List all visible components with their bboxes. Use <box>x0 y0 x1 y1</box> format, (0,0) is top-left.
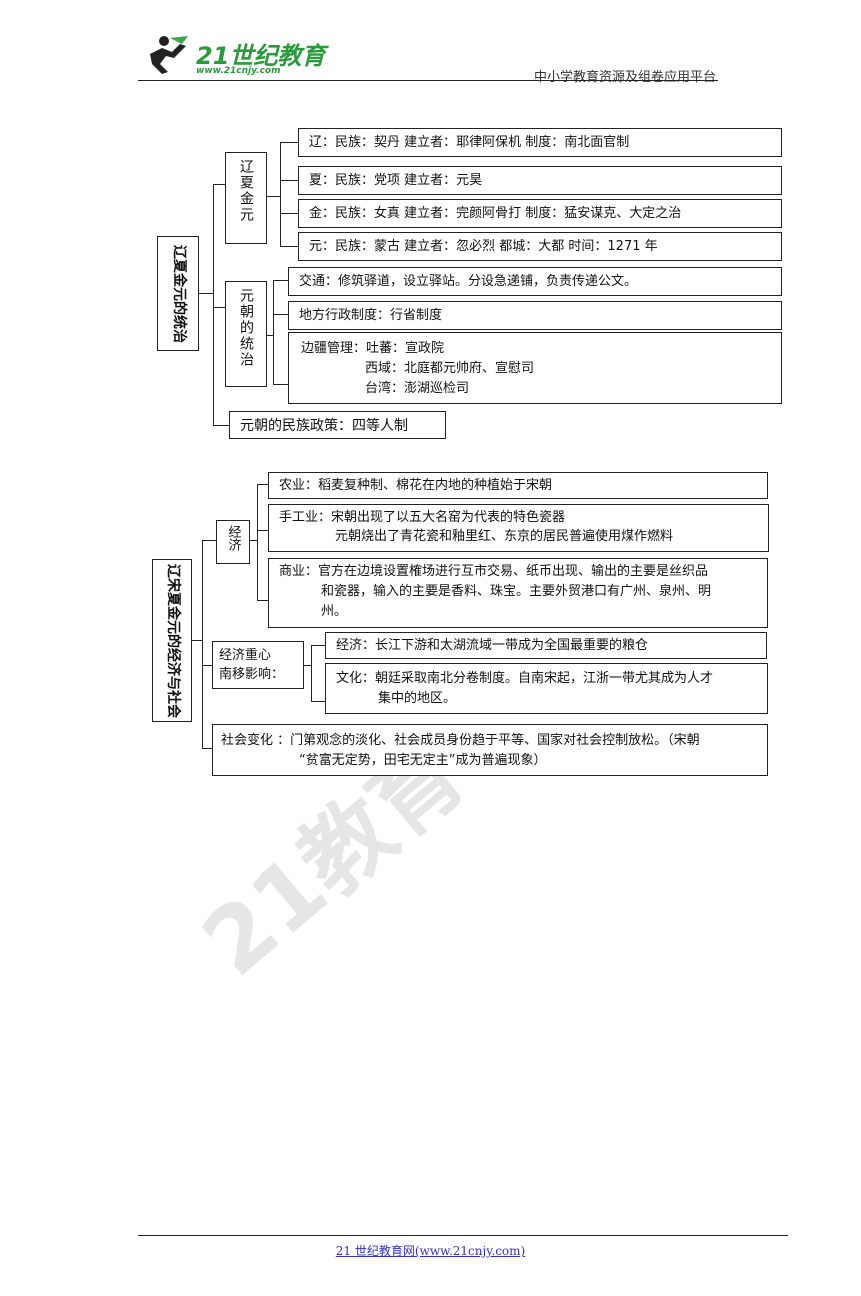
jin-box: 金：民族：女真 建立者：完颜阿骨打 制度：猛安谋克、大定之治 <box>298 199 782 228</box>
footer-site-link[interactable]: 21 世纪教育网(www.21cnjy.com) <box>335 1244 526 1258</box>
logo-url: www.21cnjy.com <box>196 66 281 76</box>
header-platform-name: 中小学教育资源及组卷应用平台 <box>533 70 716 85</box>
liao-box: 辽：民族：契丹 建立者：耶律阿保机 制度：南北面官制 <box>298 128 782 157</box>
agriculture-box: 农业：稻麦复种制、棉花在内地的种植始于宋朝 <box>268 472 768 499</box>
xia-box: 夏：民族：党项 建立者：元昊 <box>298 166 782 195</box>
diagram2-root: 辽宋夏金元的经济与社会 <box>152 559 192 722</box>
diagram1-branch-yuan-rule: 元朝的统治 <box>225 281 267 387</box>
social-change-box: 社会变化 ：门第观念的淡化、社会成员身份趋于平等、国家对社会控制放松。（宋朝 “… <box>212 724 768 776</box>
diagram1-root: 辽夏金元的统治 <box>157 236 199 351</box>
border-management-box: 边疆管理：吐蕃：宣政院 西域：北庭都元帅府、宣慰司 台湾：澎湖巡检司 <box>288 332 782 404</box>
logo-text: 21世纪教育 <box>196 42 326 70</box>
diagram1-branch-liao-xia-jin-yuan: 辽夏金元 <box>225 152 267 244</box>
shift-economy-box: 经济：长江下游和太湖流域一带成为全国最重要的粮仓 <box>325 632 767 659</box>
transport-box: 交通：修筑驿道，设立驿站。分设急递铺，负责传递公文。 <box>288 267 782 296</box>
footer-rule <box>138 1235 788 1236</box>
header-rule <box>138 80 718 81</box>
commerce-box: 商业：官方在边境设置榷场进行互市交易、纸币出现、输出的主要是丝织品 和瓷器，输入… <box>268 558 768 628</box>
handicraft-box: 手工业：宋朝出现了以五大名窑为代表的特色瓷器 元朝烧出了青花瓷和釉里红、东京的居… <box>268 504 769 552</box>
runner-logo-icon <box>150 36 188 74</box>
yuan-box: 元：民族：蒙古 建立者：忽必烈 都城：大都 时间：1271 年 <box>298 232 782 261</box>
header: 21世纪教育 www.21cnjy.com 中小学教育资源及组卷应用平台 <box>138 30 788 85</box>
economic-center-shift-branch: 经济重心 南移影响： <box>212 641 304 689</box>
ethnic-policy-box: 元朝的民族政策：四等人制 <box>229 411 446 439</box>
local-admin-box: 地方行政制度：行省制度 <box>288 301 782 330</box>
economy-branch: 经济 <box>216 520 250 564</box>
shift-culture-box: 文化：朝廷采取南北分卷制度。自南宋起，江浙一带尤其成为人才 集中的地区。 <box>325 663 768 714</box>
